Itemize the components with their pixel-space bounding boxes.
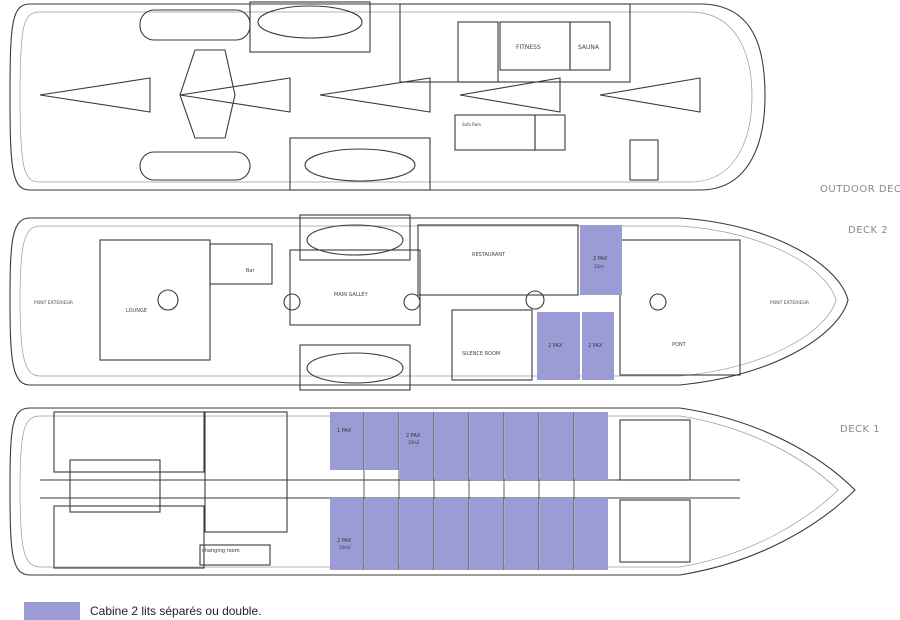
deck1-cabin-size: 10m2 — [408, 440, 420, 445]
pont-label: PONT — [672, 342, 687, 348]
deck1-cabin-label: 2 PAX — [337, 538, 352, 544]
deck1-cabin — [470, 412, 504, 480]
deck1-cabin — [540, 412, 574, 480]
deck2-cabin-2-label: 2 PAX — [548, 343, 563, 349]
deck1-cabin-first-label: 1 PAX — [337, 428, 352, 434]
legend-label: Cabine 2 lits séparés ou double. — [90, 604, 262, 618]
deck2-cabin-1-size: 22m² — [594, 264, 605, 269]
deck1-cabin — [365, 498, 399, 570]
deck2-cabin-3-label: 2 PAX — [588, 343, 603, 349]
deck1-cabin-label: 2 PAX — [406, 433, 421, 439]
deck1-cabin — [435, 498, 469, 570]
restaurant-label: RESTAURANT — [472, 252, 506, 258]
pont-exterieur-left-label: PONT EXTERIEUR — [34, 300, 73, 306]
sauna-label: SAUNA — [578, 44, 600, 51]
deck1-cabin — [330, 412, 364, 470]
fitness-label: FITNESS — [516, 44, 541, 51]
legend: Cabine 2 lits séparés ou double. — [24, 602, 261, 620]
deck1-cabins-top — [330, 412, 608, 480]
legend-cabin-swatch — [24, 602, 80, 620]
outdoor-deck-title: OUTDOOR DECK — [820, 184, 900, 195]
deck1-cabin — [330, 498, 364, 570]
deck1-cabin — [575, 498, 608, 570]
deck1-cabin — [365, 412, 399, 470]
deck1-cabin — [505, 498, 539, 570]
deck2-plan — [9, 214, 849, 391]
sofa-room-label: Sofa Rom — [462, 122, 481, 127]
deck2-title: DECK 2 — [848, 225, 888, 236]
pont-exterieur-right-label: PONT EXTERIEUR — [770, 300, 809, 306]
deck1-cabin-size: 10m2 — [339, 545, 351, 550]
deck1-cabin — [540, 498, 574, 570]
deck1-cabin — [435, 412, 469, 480]
deck1-title: DECK 1 — [840, 424, 880, 435]
deck1-cabin — [400, 498, 434, 570]
deck2-cabin-3 — [582, 312, 614, 380]
silence-room-label: SILENCE ROOM — [462, 351, 500, 357]
deck1-cabin — [470, 498, 504, 570]
changing-room-label: changing room — [202, 548, 240, 554]
outdoor-deck-plan — [9, 1, 766, 191]
bar-label: Bar — [246, 268, 255, 274]
deck1-cabins-bottom — [330, 498, 608, 570]
deck1-cabin — [575, 412, 608, 480]
deck2-cabin-2 — [537, 312, 580, 380]
deck2-cabin-1 — [580, 225, 622, 295]
deck1-plan — [9, 407, 856, 576]
lounge-label: LOUNGE — [126, 308, 147, 314]
galley-label: MAIN GALLEY — [334, 292, 369, 298]
deck1-cabin — [505, 412, 539, 480]
deck2-cabin-1-label: 2 PAX — [593, 256, 608, 262]
deck1-cabin — [400, 412, 434, 480]
